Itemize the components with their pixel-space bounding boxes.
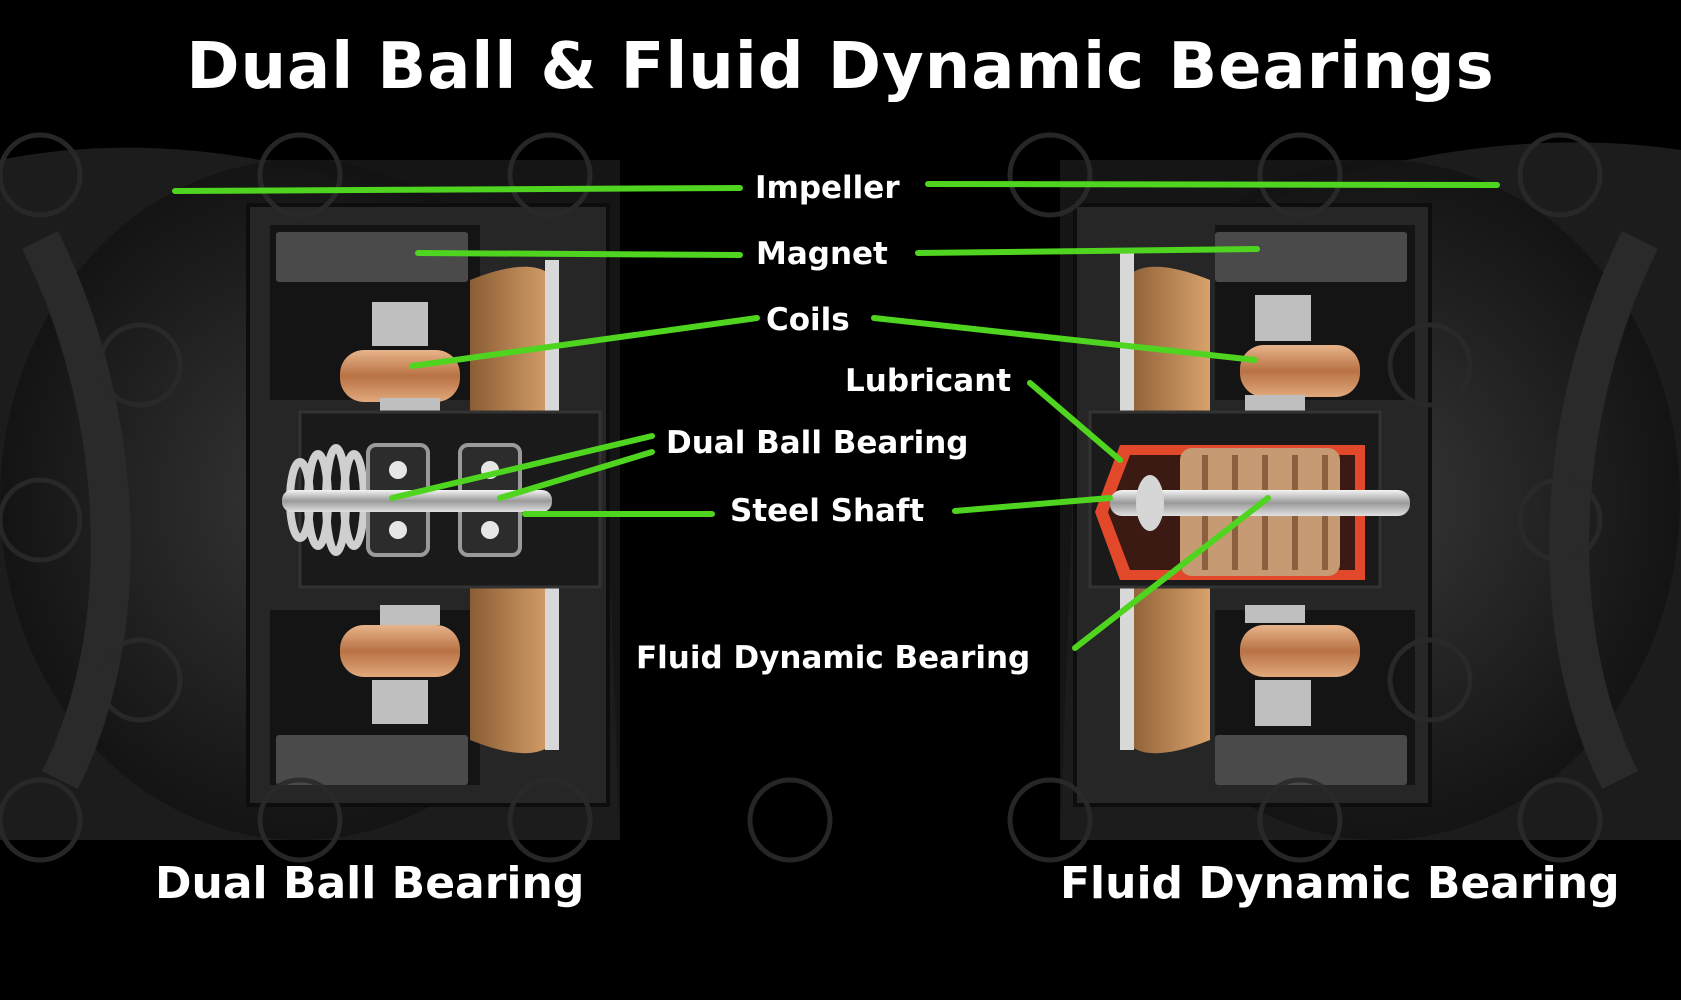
fluid-dynamic-bearing-cross-section [1073,203,1432,807]
impeller-leader-left [172,185,743,194]
dual-ball-bearing-cross-section [246,203,610,807]
magnet-bottom-left [276,735,468,785]
dual-ball-bearing-leader-2 [497,449,655,501]
coil-bottom-right [1240,625,1360,677]
label-coils: Coils [766,302,850,338]
coil-bottom-left [340,625,460,677]
fluid-dynamic-bearing-leader [1072,495,1271,651]
page-title: Dual Ball & Fluid Dynamic Bearings [186,30,1495,104]
label-impeller: Impeller [755,170,900,206]
coils-leader-left [409,315,760,369]
magnet-top-left [276,232,468,282]
label-dual-ball-bearing: Dual Ball Bearing [666,425,969,461]
label-magnet: Magnet [756,236,888,272]
coils-leader-right [871,315,1258,363]
cb-logo-watermark [0,132,1603,863]
magnet-bottom-right [1215,735,1407,785]
label-steel-shaft: Steel Shaft [730,493,925,529]
coil-top-left [340,350,460,402]
steel-shaft-leader-right [952,495,1113,514]
caption-fluid-dynamic-bearing: Fluid Dynamic Bearing [1060,858,1620,909]
magnet-top-right [1215,232,1407,282]
impeller-leader-right [925,181,1500,188]
magnet-leader-right [915,246,1260,256]
steel-shaft-left [282,490,552,512]
lubricant-leader [1027,380,1123,463]
coil-top-right [1240,345,1360,397]
leader-lines [172,181,1500,651]
magnet-leader-left [415,250,743,258]
dual-ball-bearing-leader-1 [389,433,655,501]
label-lubricant: Lubricant [845,363,1012,399]
caption-dual-ball-bearing: Dual Ball Bearing [155,858,585,909]
label-fluid-dynamic-bearing: Fluid Dynamic Bearing [636,640,1031,676]
